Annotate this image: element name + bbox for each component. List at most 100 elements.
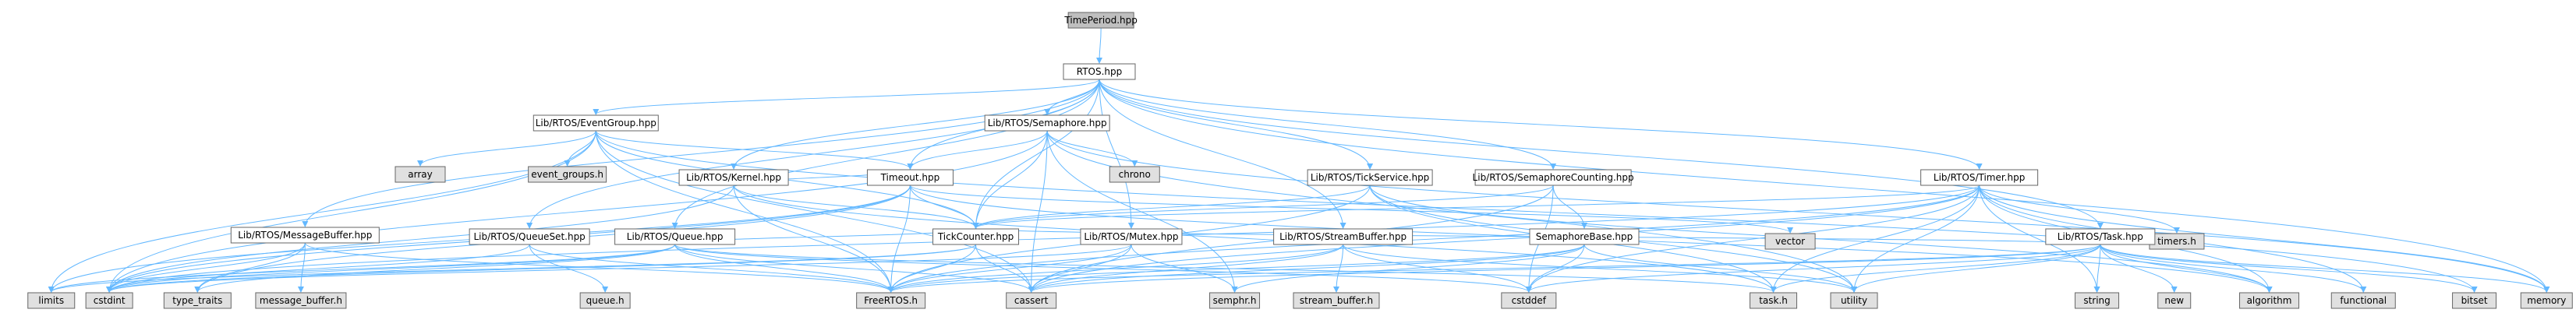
node-label: memory [2527,295,2566,306]
edge-queue-to-limits [48,244,676,293]
edge-queue-to-type_traits [194,244,676,293]
node-box [2520,292,2573,309]
node-new: new [2157,292,2192,309]
edge-semaphore-to-utility [1046,130,1857,293]
node-type_traits: type_traits [163,292,232,309]
edge-streambuffer-to-cstddef [1343,244,1532,293]
node-timeout[interactable]: Timeout.hpp [866,169,954,186]
edge-queueset-to-queue_h [529,244,609,293]
node-queueset[interactable]: Lib/RTOS/QueueSet.hpp [469,228,590,245]
node-box [2239,292,2300,309]
node-queue[interactable]: Lib/RTOS/Queue.hpp [614,228,736,245]
node-task[interactable]: Lib/RTOS/Task.hpp [2045,228,2156,245]
node-utility: utility [1830,292,1878,309]
edge-task-to-bitset [2100,244,2478,293]
node-msgbuffer[interactable]: Lib/RTOS/MessageBuffer.hpp [230,227,380,244]
node-tickcounter[interactable]: TickCounter.hpp [932,228,1020,245]
edge-streambuffer-to-freertos [887,244,1344,293]
edge-task-to-new [2100,244,2178,293]
edge-sembase-to-cassert [1028,244,1585,293]
edge-sembase-to-semphr [1231,244,1585,293]
node-box [856,292,926,309]
node-label: Lib/RTOS/Semaphore.hpp [988,118,1107,128]
edge-timeperiod-to-rtos [1095,27,1102,64]
edge-msgbuffer-to-type_traits [194,242,306,293]
edge-kernel-to-freertos [733,185,894,293]
node-label: Lib/RTOS/SemaphoreCounting.hpp [1473,172,1634,183]
node-box [27,292,76,309]
node-semphr: semphr.h [1209,292,1261,309]
node-cstdint: cstdint [85,292,133,309]
node-label: timers.h [2157,236,2196,247]
node-label: queue.h [586,295,625,306]
edge-timer-to-memory [1979,185,2550,293]
node-label: array [408,169,432,180]
node-sembase[interactable]: SemaphoreBase.hpp [1529,228,1640,245]
edge-eventgroup-to-limits [48,130,596,293]
node-timeperiod[interactable]: TimePeriod.hpp [1063,12,1138,29]
node-vector: vector [1764,233,1816,250]
edge-semcounting-to-tickcounter [972,185,1554,229]
edge-timer-to-string [1979,185,2100,293]
node-message_buffer: message_buffer.h [255,292,347,309]
node-box [1080,228,1183,245]
edge-timeout-to-freertos [887,185,911,293]
edge-msgbuffer-to-freertos [304,242,894,293]
edge-tickservice-to-tickcounter [972,185,1371,229]
edge-msgbuffer-to-message_buffer [297,242,306,293]
node-stream_buffer: stream_buffer.h [1293,292,1380,309]
node-box [2330,292,2396,309]
edge-mutex-to-freertos [887,244,1132,293]
edge-kernel-to-cstdint [106,185,734,293]
edge-rtos-to-memory [1099,79,2550,293]
node-label: cstddef [1512,295,1547,306]
node-label: string [2083,295,2110,306]
node-label: bitset [2461,295,2488,306]
edge-timer-to-cstdint [106,185,1980,293]
edge-eventgroup-to-event_groups [564,130,596,167]
edge-tickcounter-to-cstdint [106,244,977,293]
node-box [579,292,631,309]
node-streambuffer[interactable]: Lib/RTOS/StreamBuffer.hpp [1273,228,1414,245]
node-box [2452,292,2497,309]
node-box [255,292,347,309]
node-semcounting[interactable]: Lib/RTOS/SemaphoreCounting.hpp [1473,169,1634,186]
node-semaphore[interactable]: Lib/RTOS/Semaphore.hpp [984,114,1110,132]
edge-semaphore-to-memory [1046,130,2550,293]
node-tickservice[interactable]: Lib/RTOS/TickService.hpp [1307,169,1433,186]
node-label: TickCounter.hpp [937,231,1014,242]
edge-tickcounter-to-freertos [887,244,977,293]
edge-mutex-to-cstdint [106,244,1132,293]
node-label: Timeout.hpp [880,172,940,183]
edge-streambuffer-to-stream_buffer [1332,244,1344,293]
node-box [85,292,133,309]
node-timer[interactable]: Lib/RTOS/Timer.hpp [1920,169,2039,186]
node-box [2045,228,2156,245]
edge-timer-to-cassert [1028,185,1980,293]
node-kernel[interactable]: Lib/RTOS/Kernel.hpp [678,169,789,186]
edge-rtos-to-queue [671,79,1100,229]
node-rtos[interactable]: RTOS.hpp [1063,63,1136,80]
node-eventgroup[interactable]: Lib/RTOS/EventGroup.hpp [533,114,659,132]
node-label: type_traits [172,295,222,306]
node-box [1209,292,1261,309]
node-label: Lib/RTOS/Mutex.hpp [1084,231,1178,242]
node-label: Lib/RTOS/Timer.hpp [1934,172,2025,183]
edge-queue-to-cstddef [674,244,1532,293]
node-box [1501,292,1557,309]
node-layer: TimePeriod.hppRTOS.hppLib/RTOS/EventGrou… [27,12,2573,309]
node-memory: memory [2520,292,2573,309]
edge-timer-to-cstddef [1525,185,1980,293]
node-mutex[interactable]: Lib/RTOS/Mutex.hpp [1080,228,1183,245]
node-label: RTOS.hpp [1077,66,1123,77]
node-label: task.h [1759,295,1788,306]
edge-queue-to-task_h [674,244,1777,293]
edge-semaphore-to-tickcounter [972,130,1048,229]
edge-timeout-to-vector [909,185,1793,234]
edge-task-to-task_h [1770,244,2101,293]
node-label: functional [2340,295,2387,306]
edge-queue-to-freertos [674,244,894,293]
node-box [1273,228,1414,245]
edge-tickcounter-to-limits [48,244,977,293]
node-box [163,292,232,309]
